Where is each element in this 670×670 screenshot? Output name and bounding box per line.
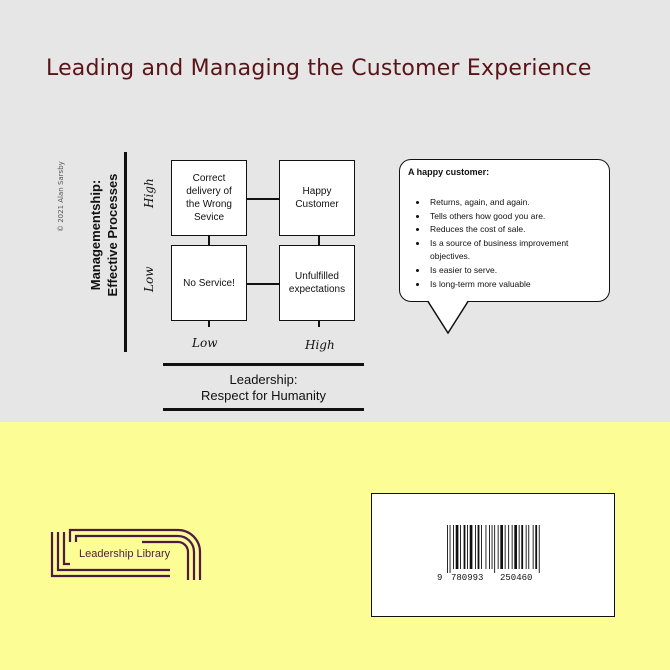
cell-text: Correct bbox=[192, 173, 226, 184]
list-item: Tells others how good you are. bbox=[428, 210, 608, 224]
x-axis-label: Leadership: Respect for Humanity bbox=[163, 372, 364, 404]
barcode-right-digits: 250460 bbox=[500, 573, 533, 583]
connector-line bbox=[247, 283, 279, 285]
y-high-label: High bbox=[142, 178, 156, 208]
x-high-label: High bbox=[305, 338, 335, 352]
connector-line bbox=[318, 236, 320, 245]
cell-text: the Wrong bbox=[186, 199, 232, 210]
connector-line bbox=[208, 321, 210, 327]
x-axis-label-line: Respect for Humanity bbox=[201, 388, 326, 403]
list-item: Reduces the cost of sale. bbox=[428, 223, 608, 237]
cell-text: Happy bbox=[302, 186, 332, 197]
speech-bubble: A happy customer: Returns, again, and ag… bbox=[399, 159, 610, 302]
page-title: Leading and Managing the Customer Experi… bbox=[46, 56, 592, 81]
cell-high-high: Happy Customer bbox=[279, 160, 355, 236]
cell-text: Customer bbox=[295, 199, 339, 210]
copyright-text: © 2021 Alan Sarsby bbox=[57, 161, 65, 232]
barcode-left-digits: 780993 bbox=[451, 573, 484, 583]
y-axis-label-line: Managementship: bbox=[88, 179, 103, 291]
x-axis-line bbox=[163, 408, 364, 411]
cell-text: No Service! bbox=[183, 277, 235, 289]
connector-line bbox=[208, 236, 210, 245]
cell-text: Unfulfilled bbox=[295, 271, 339, 282]
list-item: Is easier to serve. bbox=[428, 264, 608, 278]
barcode-box bbox=[371, 493, 615, 617]
y-axis-label-line: Effective Processes bbox=[105, 173, 120, 297]
list-item: Returns, again, and again. bbox=[428, 196, 608, 210]
leadership-library-logo-icon bbox=[50, 528, 202, 580]
cell-high-low: Correct delivery of the Wrong Sevice bbox=[171, 160, 247, 236]
bubble-heading: A happy customer: bbox=[408, 167, 490, 177]
connector-line bbox=[318, 321, 320, 327]
x-axis-line bbox=[163, 363, 364, 366]
bubble-tail bbox=[427, 300, 469, 335]
list-item: Is a source of business improvement obje… bbox=[428, 237, 608, 264]
cell-low-high: Unfulfilled expectations bbox=[279, 245, 355, 321]
cell-low-low: No Service! bbox=[171, 245, 247, 321]
logo-text: Leadership Library bbox=[79, 548, 171, 560]
connector-line bbox=[247, 198, 279, 200]
cell-text: expectations bbox=[288, 284, 346, 295]
barcode-lead-digit: 9 bbox=[437, 573, 443, 583]
x-axis-label-line: Leadership: bbox=[229, 372, 298, 387]
y-axis-line bbox=[124, 152, 127, 352]
bubble-list: Returns, again, and again. Tells others … bbox=[410, 196, 608, 291]
x-low-label: Low bbox=[192, 336, 218, 350]
barcode-icon bbox=[447, 525, 540, 573]
y-low-label: Low bbox=[142, 266, 156, 292]
list-item: Is long-term more valuable bbox=[428, 278, 608, 292]
y-axis-label: Managementship: Effective Processes bbox=[87, 160, 121, 310]
cell-text: delivery of bbox=[186, 186, 232, 197]
cell-text: Sevice bbox=[193, 212, 224, 223]
